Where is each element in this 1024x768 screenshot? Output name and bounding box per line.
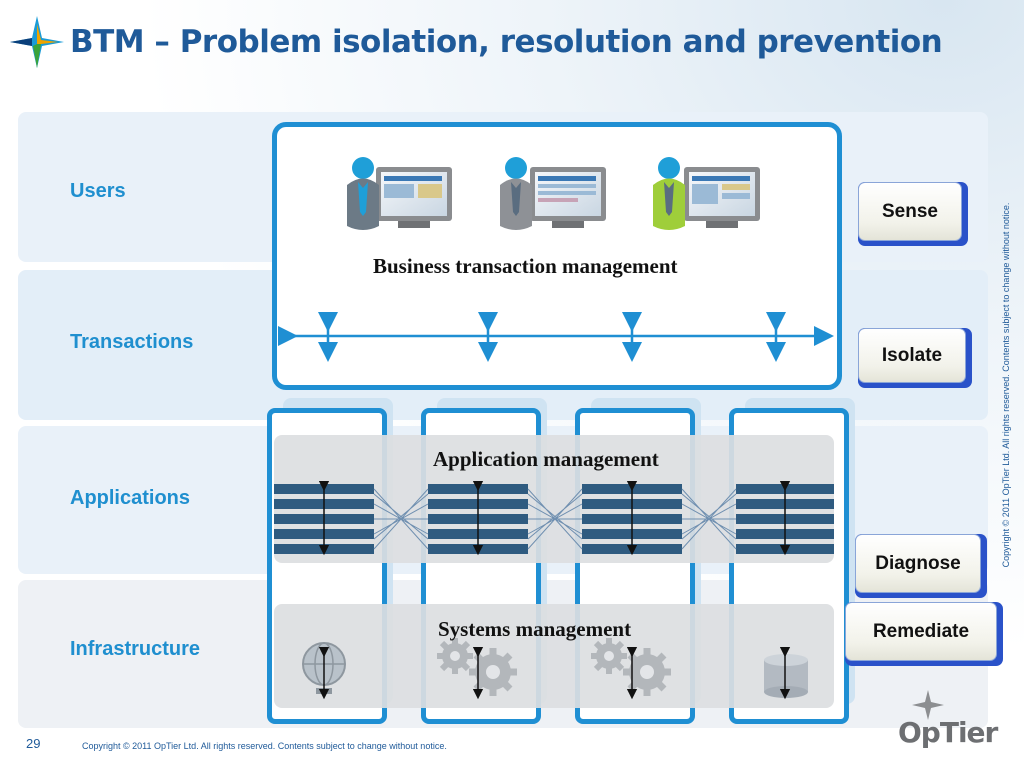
sense-label: Sense xyxy=(858,182,962,241)
server-interconnect-lines xyxy=(373,488,737,550)
optier-star-logo-icon xyxy=(912,690,944,720)
application-management-label: Application management xyxy=(433,447,659,471)
systems-management-label: Systems management xyxy=(438,617,632,641)
btm-label: Business transaction management xyxy=(373,254,678,278)
optier-star-logo-icon xyxy=(10,16,64,68)
page-title: BTM – Problem isolation, resolution and … xyxy=(70,24,943,60)
user-at-monitor-icon xyxy=(653,157,760,230)
database-icon xyxy=(764,654,808,698)
remediate-button[interactable]: Remediate xyxy=(845,602,1003,666)
remediate-label: Remediate xyxy=(845,602,997,661)
isolate-button[interactable]: Isolate xyxy=(858,328,972,388)
sense-button[interactable]: Sense xyxy=(858,182,968,246)
row-label-users: Users xyxy=(70,180,126,202)
row-label-transactions: Transactions xyxy=(70,331,194,353)
side-copyright: Copyright © 2011 OpTier Ltd. All rights … xyxy=(1001,202,1011,568)
row-label-infrastructure: Infrastructure xyxy=(70,638,201,660)
row-label-applications: Applications xyxy=(70,487,191,509)
gear-icon xyxy=(437,638,517,696)
user-at-monitor-icon xyxy=(500,157,606,230)
gear-icon xyxy=(591,638,671,696)
isolate-label: Isolate xyxy=(858,328,966,383)
systems-management-band xyxy=(274,604,834,708)
user-at-monitor-icon xyxy=(347,157,452,230)
diagnose-button[interactable]: Diagnose xyxy=(855,534,987,598)
page-number: 29 xyxy=(26,736,41,751)
optier-logo: OpTier xyxy=(898,716,998,749)
diagnose-label: Diagnose xyxy=(855,534,981,593)
footer-copyright: Copyright © 2011 OpTier Ltd. All rights … xyxy=(82,741,447,751)
